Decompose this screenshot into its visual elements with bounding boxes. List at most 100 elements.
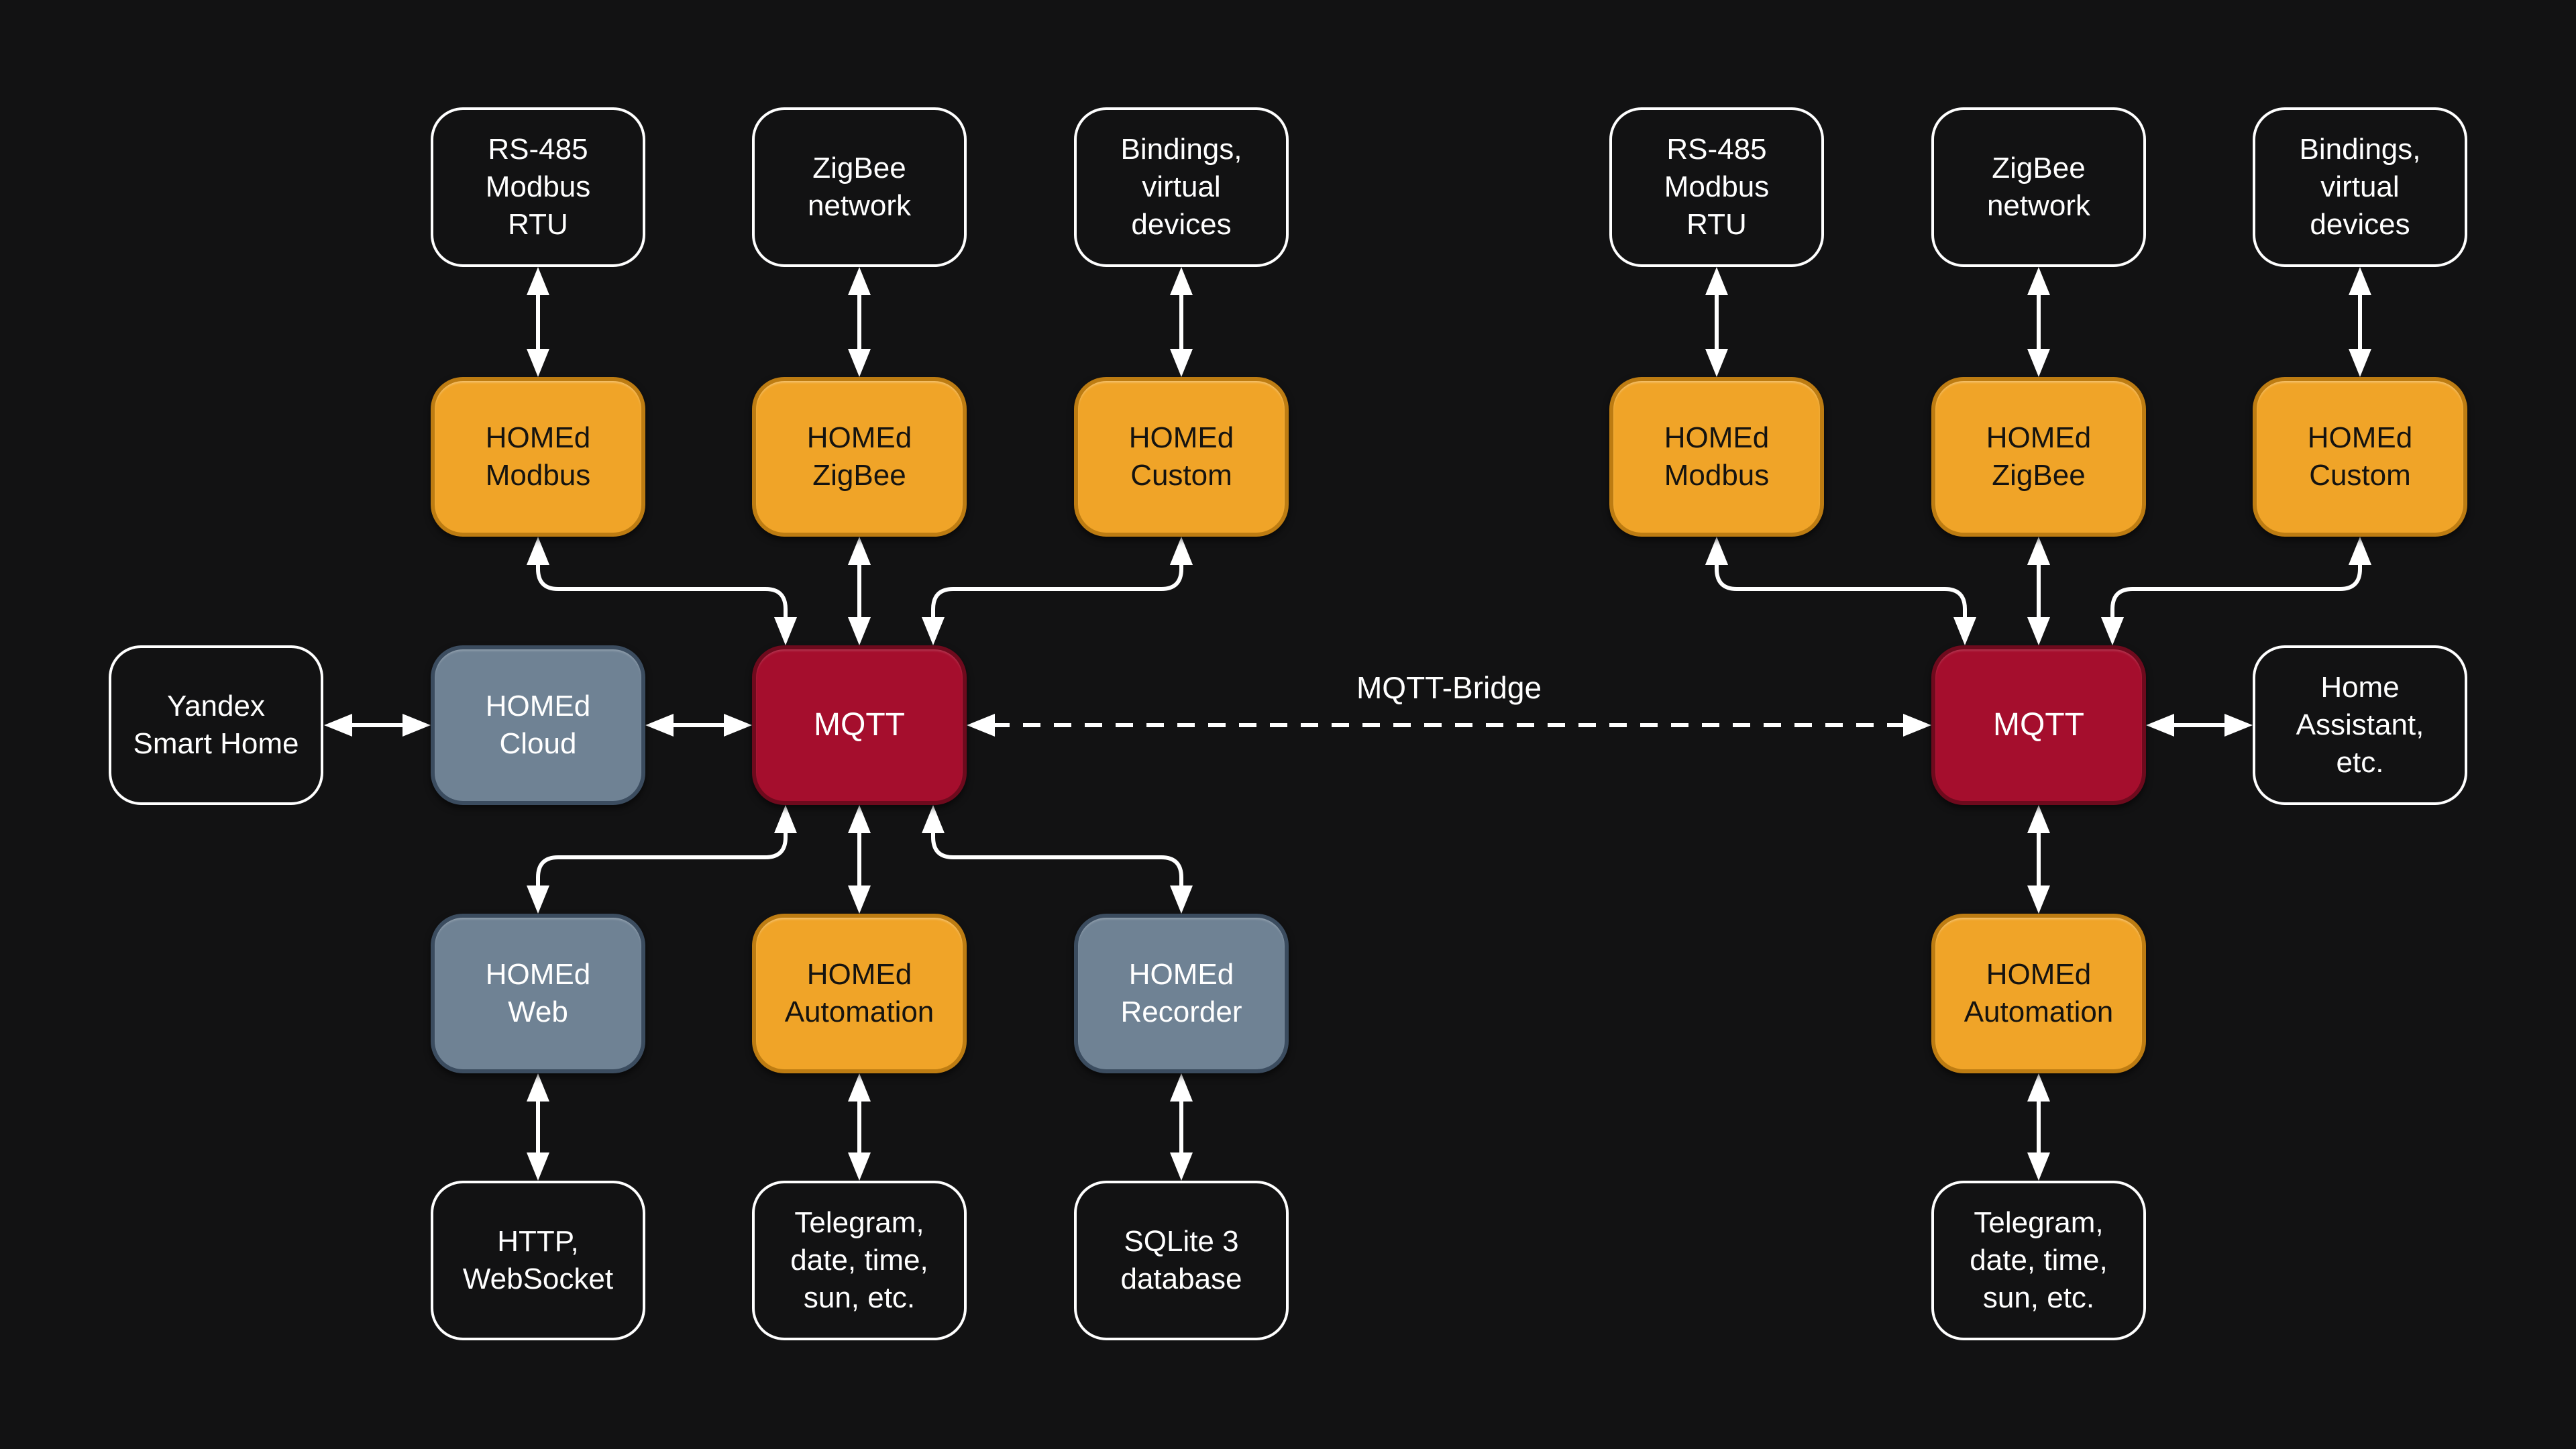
node-homed-web: HOMEd Web [431, 914, 645, 1073]
node-yandex-smart-home: Yandex Smart Home [109, 645, 323, 805]
node-label: HOMEd ZigBee [806, 421, 912, 492]
node-label: Home Assistant, etc. [2296, 671, 2424, 779]
arrowhead [2027, 617, 2050, 645]
node-label: HOMEd Cloud [485, 690, 591, 760]
arrowhead [1170, 1152, 1193, 1181]
arrowhead [774, 805, 797, 833]
arrowhead [2101, 617, 2124, 645]
arrowhead [2224, 714, 2253, 737]
node-label: HOMEd Recorder [1120, 958, 1242, 1028]
node-homed-zigbee-right: HOMEd ZigBee [1931, 377, 2146, 537]
arrow-connector-7 [645, 714, 752, 737]
arrowhead [2027, 1073, 2050, 1102]
arrowhead [527, 267, 549, 295]
arrowhead [848, 1152, 871, 1181]
arrowhead [724, 714, 752, 737]
node-label: Bindings, virtual devices [1120, 133, 1242, 241]
arrowhead [1705, 349, 1728, 377]
arrow-connector-2 [1170, 267, 1193, 377]
arrowhead [2349, 349, 2371, 377]
node-label: HOMEd Modbus [485, 421, 591, 492]
node-label: MQTT [814, 706, 905, 743]
arrow-connector-3 [527, 537, 797, 645]
node-homed-automation-right: HOMEd Automation [1931, 914, 2146, 1073]
node-label: Bindings, virtual devices [2299, 133, 2421, 241]
arrow-connector-11 [527, 1073, 549, 1181]
node-home-assistant: Home Assistant, etc. [2253, 645, 2467, 805]
arrow-connector-9 [848, 805, 871, 914]
arrowhead [527, 885, 549, 914]
node-label: HOMEd Modbus [1664, 421, 1770, 492]
arrow-connector-4 [848, 537, 871, 645]
arrowhead [1170, 267, 1193, 295]
node-label: RS-485 Modbus RTU [1664, 133, 1770, 241]
arrowhead [848, 267, 871, 295]
arrow-connector-5 [922, 537, 1193, 645]
node-homed-cloud: HOMEd Cloud [431, 645, 645, 805]
arrowhead [1170, 1073, 1193, 1102]
arrowhead [2349, 267, 2371, 295]
arrowhead [848, 885, 871, 914]
mqtt-bridge-dashed-arrow [967, 714, 1931, 737]
arrowhead [2027, 267, 2050, 295]
arrow-connector-10 [922, 805, 1193, 914]
arrowhead [922, 617, 945, 645]
node-label: HOMEd Custom [2307, 421, 2413, 492]
arrowhead [527, 537, 549, 565]
arrowhead [1953, 617, 1976, 645]
arrowhead [1705, 267, 1728, 295]
arrow-connector-20 [2146, 714, 2253, 737]
arrowhead [848, 349, 871, 377]
node-label: HOMEd Automation [1964, 958, 2114, 1028]
node-bindings-left: Bindings, virtual devices [1074, 107, 1289, 267]
arrowhead [848, 617, 871, 645]
arrowhead [2146, 714, 2174, 737]
arrow-connector-21 [2027, 805, 2050, 914]
node-telegram-left: Telegram, date, time, sun, etc. [752, 1181, 967, 1340]
node-homed-custom-right: HOMEd Custom [2253, 377, 2467, 537]
node-homed-zigbee-left: HOMEd ZigBee [752, 377, 967, 537]
arrow-connector-15 [2027, 267, 2050, 377]
arrowhead [527, 1152, 549, 1181]
arrow-connector-0 [527, 267, 549, 377]
node-sqlite-database: SQLite 3 database [1074, 1181, 1289, 1340]
arrowhead [1170, 537, 1193, 565]
node-label: ZigBee network [1986, 152, 2091, 222]
arrowhead [2349, 537, 2371, 565]
arrow-connector-19 [2101, 537, 2371, 645]
node-label: Telegram, date, time, sun, etc. [790, 1206, 928, 1314]
arrow-connector-14 [1705, 267, 1728, 377]
node-homed-modbus-right: HOMEd Modbus [1609, 377, 1824, 537]
arrowhead [967, 714, 995, 737]
node-homed-custom-left: HOMEd Custom [1074, 377, 1289, 537]
node-telegram-right: Telegram, date, time, sun, etc. [1931, 1181, 2146, 1340]
node-label: ZigBee network [807, 152, 912, 222]
node-label: HOMEd ZigBee [1986, 421, 2092, 492]
node-label: HOMEd Custom [1128, 421, 1234, 492]
arrowhead [922, 805, 945, 833]
node-zigbee-network-left: ZigBee network [752, 107, 967, 267]
arrowhead [1903, 714, 1931, 737]
arrow-connector-13 [1170, 1073, 1193, 1181]
node-label: HTTP, WebSocket [462, 1225, 614, 1295]
arrow-connector-1 [848, 267, 871, 377]
arrowhead [527, 1073, 549, 1102]
node-zigbee-network-right: ZigBee network [1931, 107, 2146, 267]
arrow-connector-16 [2349, 267, 2371, 377]
arrowhead [774, 617, 797, 645]
node-label: HOMEd Automation [784, 958, 934, 1028]
arrowhead [848, 805, 871, 833]
node-label: MQTT [1993, 706, 2084, 743]
arrowhead [2027, 1152, 2050, 1181]
arrow-connector-8 [527, 805, 797, 914]
mqtt-bridge-label: MQTT-Bridge [1356, 670, 1542, 705]
node-bindings-right: Bindings, virtual devices [2253, 107, 2467, 267]
node-mqtt-right: MQTT [1931, 645, 2146, 805]
node-http-websocket: HTTP, WebSocket [431, 1181, 645, 1340]
node-label: HOMEd Web [485, 958, 591, 1028]
arrowhead [1170, 885, 1193, 914]
arrow-connector-22 [2027, 1073, 2050, 1181]
arrowhead [324, 714, 352, 737]
arrowhead [645, 714, 674, 737]
